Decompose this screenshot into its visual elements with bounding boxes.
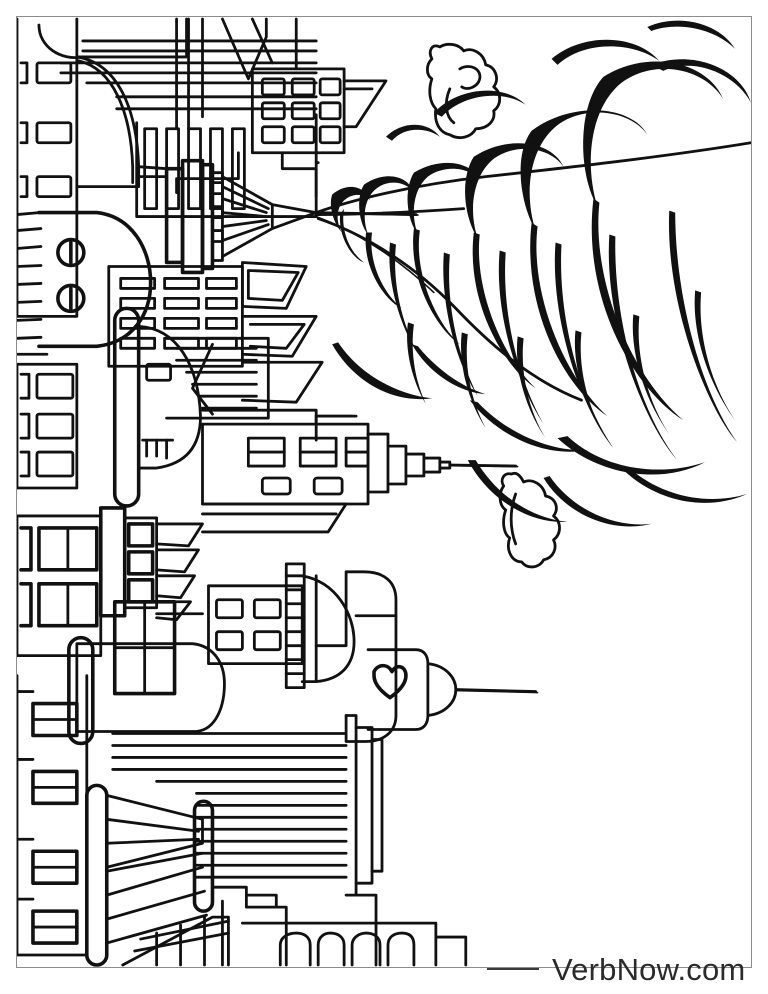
building-dome-slats	[137, 324, 270, 470]
building-columns	[17, 362, 79, 490]
building-pointed-roof	[221, 17, 274, 81]
watermark-rule	[487, 968, 539, 970]
building-vertical-bars	[135, 17, 318, 218]
tornado-funnel-edges	[314, 141, 751, 402]
roof-grid-bottom	[121, 915, 230, 967]
artwork-frame	[16, 16, 752, 968]
building-ribbon-windows	[107, 265, 244, 368]
building-lower-pane-dome	[67, 599, 226, 746]
watermark-text: VerbNow.com	[552, 951, 746, 987]
pillar-rounded	[112, 306, 141, 508]
heart-window-tower	[366, 648, 539, 731]
building-striped-lower	[111, 714, 384, 897]
building-setbacks	[175, 151, 320, 199]
colonnade-arches-bottom	[240, 921, 468, 967]
building-dome-ladder	[207, 562, 356, 689]
building-arched-wall	[37, 23, 141, 189]
tornado-funnel	[314, 20, 751, 527]
building-slanted-roofs	[240, 261, 324, 404]
cloud-puff-lower	[498, 471, 561, 569]
building-modern-block	[201, 408, 390, 534]
low-blocks-bottom-center	[211, 885, 378, 967]
artwork-canvas	[17, 17, 751, 967]
tornado-rings	[330, 20, 751, 527]
building-pane-windows	[17, 514, 103, 658]
skyscraper-antenna	[314, 414, 519, 486]
building-fan-bottom	[85, 783, 215, 967]
watermark: VerbNow.com	[487, 948, 757, 990]
clock-tower	[17, 210, 153, 356]
building-grid-windows	[250, 17, 388, 155]
city-skyline	[17, 17, 539, 967]
building-bottom-left-windows	[17, 674, 89, 957]
building-stepped-tower	[98, 506, 204, 622]
